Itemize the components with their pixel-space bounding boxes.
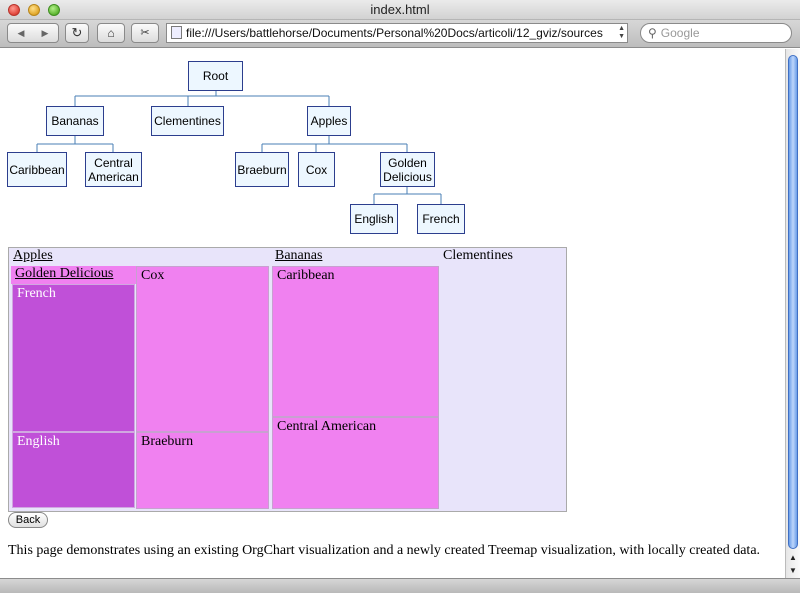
scroll-down-arrow-icon[interactable]: ▼ bbox=[789, 566, 797, 575]
file-icon bbox=[171, 26, 182, 39]
treemap-cell-english[interactable]: English bbox=[12, 432, 135, 508]
treemap-cell-central-american[interactable]: Central American bbox=[272, 417, 439, 509]
window-title: index.html bbox=[370, 2, 430, 17]
org-node-french[interactable]: French bbox=[417, 204, 465, 234]
orgchart-connectors bbox=[36, 90, 442, 204]
treemap-cell-clementines[interactable]: Clementines bbox=[443, 248, 513, 263]
vertical-scrollbar[interactable]: ▲ ▼ bbox=[785, 49, 800, 578]
search-placeholder: Google bbox=[660, 26, 700, 40]
home-button[interactable]: ⌂ bbox=[97, 23, 125, 43]
status-bar bbox=[0, 578, 800, 593]
treemap-cell-caribbean[interactable]: Caribbean bbox=[272, 266, 439, 417]
scroll-up-arrow-icon[interactable]: ▲ bbox=[789, 553, 797, 562]
address-dropdown-icon[interactable]: ▲▼ bbox=[618, 25, 625, 40]
org-node-caribbean[interactable]: Caribbean bbox=[7, 152, 67, 187]
forward-arrow-icon[interactable]: ▶ bbox=[41, 28, 49, 38]
page-description: This page demonstrates using an existing… bbox=[8, 543, 761, 558]
back-button[interactable]: Back bbox=[8, 512, 48, 528]
reload-icon: ↻ bbox=[71, 25, 83, 40]
treemap-header-apples[interactable]: Apples bbox=[13, 248, 53, 263]
close-window-button[interactable] bbox=[8, 4, 20, 16]
search-field[interactable]: ⚲Google bbox=[640, 23, 792, 43]
minimize-window-button[interactable] bbox=[28, 4, 40, 16]
org-node-english[interactable]: English bbox=[350, 204, 398, 234]
treemap-header-golden-delicious[interactable]: Golden Delicious bbox=[11, 266, 136, 284]
home-icon: ⌂ bbox=[107, 26, 115, 40]
scissors-icon: ✂ bbox=[140, 27, 150, 39]
treemap-cell-french[interactable]: French bbox=[12, 284, 135, 432]
treemap-header-bananas[interactable]: Bananas bbox=[275, 248, 323, 263]
org-node-clementines[interactable]: Clementines bbox=[151, 106, 224, 136]
window-titlebar: index.html bbox=[0, 0, 800, 20]
snippet-button[interactable]: ✂ bbox=[131, 23, 159, 43]
address-text: file:///Users/battlehorse/Documents/Pers… bbox=[186, 26, 603, 40]
treemap-cell-cox[interactable]: Cox bbox=[136, 266, 269, 432]
treemap: Apples Golden Delicious French English C… bbox=[8, 247, 567, 512]
browser-toolbar: ◀▶ ↻ ⌂ ✂ file:///Users/battlehorse/Docum… bbox=[0, 20, 800, 48]
search-icon: ⚲ bbox=[648, 26, 657, 40]
org-node-braeburn[interactable]: Braeburn bbox=[235, 152, 289, 187]
org-node-golden-delicious[interactable]: Golden Delicious bbox=[380, 152, 435, 187]
org-node-bananas[interactable]: Bananas bbox=[46, 106, 104, 136]
org-node-central-american[interactable]: Central American bbox=[85, 152, 142, 187]
scrollbar-thumb[interactable] bbox=[788, 55, 798, 549]
org-node-root[interactable]: Root bbox=[188, 61, 243, 91]
org-node-cox[interactable]: Cox bbox=[298, 152, 335, 187]
zoom-window-button[interactable] bbox=[48, 4, 60, 16]
org-node-apples[interactable]: Apples bbox=[307, 106, 351, 136]
orgchart: Root Bananas Clementines Apples Caribbea… bbox=[0, 49, 785, 244]
back-arrow-icon[interactable]: ◀ bbox=[17, 28, 25, 38]
treemap-cell-braeburn[interactable]: Braeburn bbox=[136, 432, 269, 509]
address-bar[interactable]: file:///Users/battlehorse/Documents/Pers… bbox=[166, 23, 628, 43]
back-forward-buttons: ◀▶ bbox=[7, 23, 59, 43]
reload-button[interactable]: ↻ bbox=[65, 23, 89, 43]
